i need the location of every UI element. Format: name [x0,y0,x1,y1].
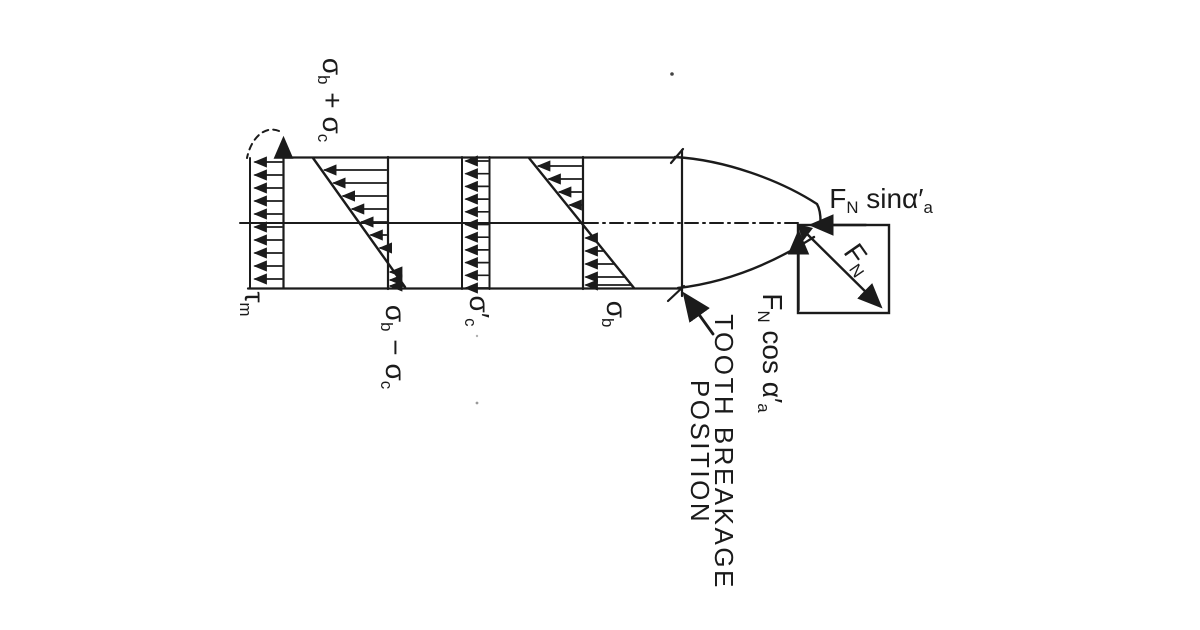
subscript-b: b [376,322,396,332]
sigma-symbol: σ [379,304,411,323]
label-tau-m: τm [235,291,270,317]
subscript-N: N [753,310,773,323]
label-sigma-b-minus-sigma-c: σb − σc [376,304,411,390]
tau-symbol: τ [238,291,270,303]
plus-operator: + [316,84,348,117]
sigma-symbol: σ [316,57,348,76]
minus-operator: − [379,331,411,364]
sigma-symbol: σ [379,363,411,381]
sin-alpha-text: sinα′ [858,183,924,215]
sigma-prime-symbol: σ′ [463,295,495,319]
sigma-symbol: σ [600,300,632,318]
subscript-b: b [597,317,617,328]
breakage-line-1: TOOTH BREAKAGE [709,314,739,590]
subscript-c: c [313,133,333,143]
label-fn-sin-alpha: FN sinα′a [829,185,933,217]
cos-alpha-text: cos α′ [756,322,788,404]
subscript-N: N [846,198,859,218]
label-sigma-c-prime: σ′c [460,295,495,327]
sigma-symbol: σ [316,116,348,134]
force-symbol: F [756,293,788,311]
subscript-m: m [235,302,255,317]
label-tooth-breakage-position: TOOTH BREAKAGE POSITION [685,314,739,590]
force-symbol: F [829,183,847,215]
subscript-c: c [376,380,396,390]
label-sigma-b: σb [597,300,632,328]
subscript-a: a [753,403,773,413]
subscript-c: c [460,318,480,327]
subscript-a: a [923,198,933,218]
label-fn-cos-alpha: FN cos α′a [753,293,788,413]
label-sigma-b-plus-sigma-c: σb + σc [313,57,348,143]
subscript-b: b [313,75,333,85]
